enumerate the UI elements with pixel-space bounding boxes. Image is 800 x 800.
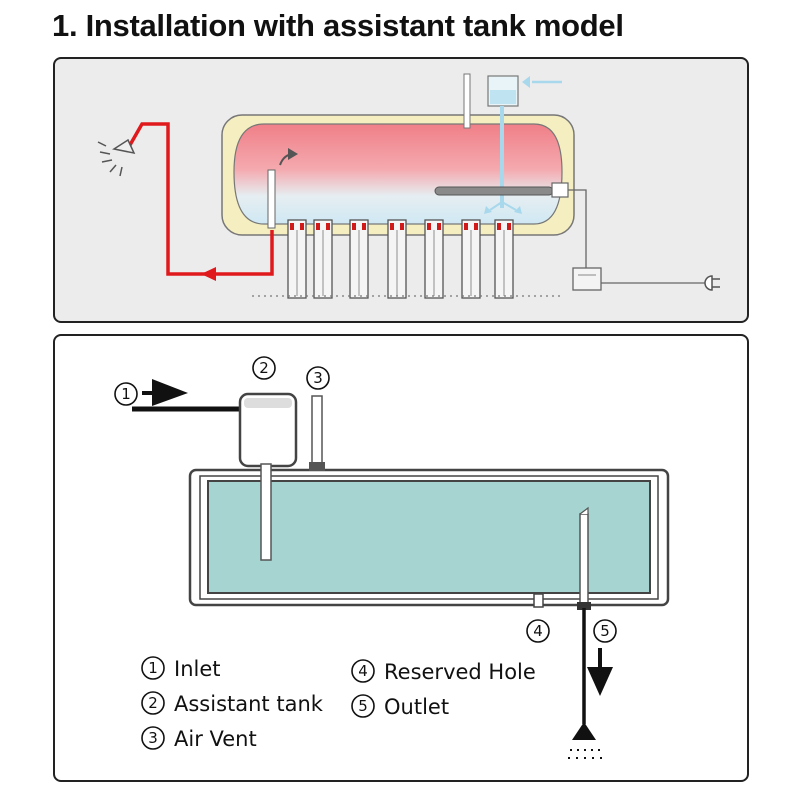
tube-connectors [290, 223, 511, 230]
marker-5: 5 [593, 619, 617, 643]
outlet-pipe-inner [579, 513, 589, 607]
controller-box [572, 267, 602, 291]
water-tank-water [207, 480, 651, 594]
legend-item-reserved-hole: 4 Reserved Hole [351, 659, 536, 684]
shower-head-icon [572, 722, 596, 740]
legend-label-reserved-hole: Reserved Hole [384, 660, 536, 684]
legend-marker-4: 4 [358, 662, 368, 680]
tube-inner-lines [296, 230, 505, 296]
legend-item-assistant-tank: 2 Assistant tank [141, 691, 324, 716]
power-plug-icon [704, 275, 720, 291]
marker-2-text: 2 [259, 359, 269, 377]
legend-item-air-vent: 3 Air Vent [141, 726, 257, 751]
hot-water-pipe [128, 122, 274, 276]
assistant-tank-water [490, 90, 516, 104]
air-vent-pipe [463, 73, 471, 129]
legend-label-inlet: Inlet [174, 657, 221, 681]
cold-inlet-arrowhead [522, 76, 530, 88]
cold-flow-arrows [489, 201, 517, 211]
heater-system-diagram [97, 73, 720, 299]
reserved-hole [533, 593, 544, 608]
marker-2: 2 [252, 356, 276, 380]
assistant-tank-lid [244, 398, 292, 408]
legend: 1 Inlet 2 Assistant tank 3 Air Vent 4 Re… [141, 656, 536, 751]
outlet-pipe-inner [267, 169, 276, 229]
inlet-arrow-icon [152, 379, 188, 406]
shower-head-icon [97, 138, 136, 177]
marker-5-text: 5 [600, 622, 610, 640]
legend-marker-1: 1 [148, 659, 158, 677]
outlet-pipe-tip [579, 506, 589, 515]
heater-cable [568, 189, 587, 268]
vacuum-tubes [287, 219, 514, 299]
legend-item-outlet: 5 Outlet [351, 694, 449, 719]
legend-label-air-vent: Air Vent [174, 727, 257, 751]
legend-marker-2: 2 [148, 694, 158, 712]
hot-water-arrow [201, 267, 216, 281]
marker-1: 1 [114, 382, 138, 406]
outlet-arrow-icon [587, 667, 613, 696]
marker-3: 3 [306, 366, 330, 390]
flow-curve-arrowhead [288, 148, 298, 160]
legend-label-assistant-tank: Assistant tank [174, 692, 324, 716]
outlet-fitting [577, 602, 591, 610]
legend-label-outlet: Outlet [384, 695, 449, 719]
air-vent-pipe [311, 395, 323, 467]
marker-4-text: 4 [533, 622, 543, 640]
legend-marker-5: 5 [358, 697, 368, 715]
legend-item-inlet: 1 Inlet [141, 656, 221, 681]
cold-flow-arrowhead-right [514, 206, 522, 214]
assistant-tank-pipe [260, 463, 272, 561]
page-title: 1. Installation with assistant tank mode… [52, 8, 624, 43]
air-vent-fitting [309, 462, 325, 471]
heater-system-panel [53, 57, 749, 323]
heater-connector [551, 182, 569, 198]
marker-1-text: 1 [121, 385, 131, 403]
marker-4: 4 [526, 619, 550, 643]
connection-detail-diagram: 1 2 3 4 5 1 Inlet 2 A [114, 356, 670, 759]
legend-marker-3: 3 [148, 729, 158, 747]
tank-inner [233, 123, 563, 225]
heating-element [434, 186, 554, 196]
shower-spray-icon [568, 749, 602, 759]
connection-detail-panel: 1 2 3 4 5 1 Inlet 2 A [53, 334, 749, 782]
cold-flow-arrowhead-left [484, 206, 492, 214]
marker-3-text: 3 [313, 369, 323, 387]
